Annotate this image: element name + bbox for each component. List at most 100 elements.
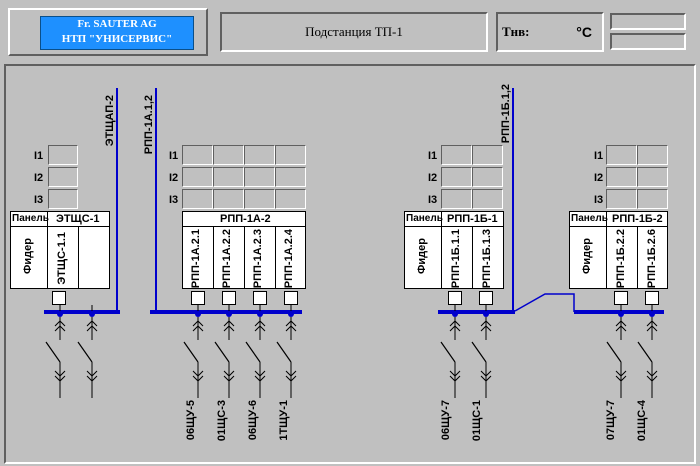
- station-title: Подстанция ТП-1: [305, 24, 403, 39]
- i2-label: I2: [169, 172, 179, 184]
- bus-name-1: ЭТЩАП-2: [104, 95, 116, 147]
- feeder-rpp-1b-2-2: РПП-1Б.2.2: [615, 229, 627, 289]
- breaker-icon[interactable]: [222, 291, 236, 305]
- divider: [244, 226, 245, 289]
- tie-line: [514, 293, 575, 312]
- output-label: 07ЩУ-7: [605, 400, 617, 441]
- breaker-icon[interactable]: [479, 291, 493, 305]
- divider: [10, 226, 110, 227]
- feeder-label: Фидер: [22, 238, 34, 274]
- divider: [213, 226, 214, 289]
- temperature-label: Tнв:: [502, 24, 530, 39]
- feeder-label: Фидер: [581, 238, 593, 274]
- breaker-icon[interactable]: [645, 291, 659, 305]
- feeder-rpp-1a-2-3: РПП-1А.2.3: [252, 229, 264, 289]
- current-cell: [606, 167, 637, 187]
- bus-name-3: РПП-1Б.1,2: [500, 84, 512, 144]
- output-label: 01ЩС-4: [636, 400, 648, 442]
- output-label: 06ЩУ-7: [440, 400, 452, 441]
- breaker-icon[interactable]: [614, 291, 628, 305]
- output-label: 01ЩС-3: [216, 400, 228, 442]
- current-cell: [637, 167, 668, 187]
- divider: [569, 226, 668, 227]
- current-cell: [213, 167, 244, 187]
- feeder-rpp-1a-2-2: РПП-1А.2.2: [221, 229, 233, 289]
- i3-label: I3: [594, 194, 604, 206]
- breaker-icon[interactable]: [284, 291, 298, 305]
- panel-name: РПП-1Б-1: [447, 213, 498, 225]
- output-label: 1ТЩУ-1: [278, 400, 290, 441]
- panel-etshs-1: [10, 211, 110, 289]
- current-cell: [472, 145, 503, 165]
- divider: [637, 226, 638, 289]
- feeder-rpp-1b-1-3: РПП-1Б.1.3: [481, 229, 493, 289]
- divider: [441, 211, 442, 289]
- output-label: 06ЩУ-5: [185, 400, 197, 441]
- panel-label: Панель: [406, 213, 443, 224]
- i1-label: I1: [594, 150, 604, 162]
- i2-label: I2: [428, 172, 438, 184]
- bus-name-2: РПП-1А.1,2: [143, 95, 155, 155]
- temperature-box: Tнв: °C: [496, 12, 604, 52]
- divider: [472, 226, 473, 289]
- feeder-label: Фидер: [416, 238, 428, 274]
- divider: [78, 226, 79, 289]
- current-cell: [606, 145, 637, 165]
- i3-label: I3: [169, 194, 179, 206]
- divider: [275, 226, 276, 289]
- i3-label: I3: [428, 194, 438, 206]
- feeder-rpp-1a-2-1: РПП-1А.2.1: [190, 229, 202, 289]
- divider: [47, 211, 48, 289]
- current-cell: [275, 189, 306, 209]
- feeder-rpp-1b-1-1: РПП-1Б.1.1: [450, 229, 462, 289]
- current-cell: [441, 189, 472, 209]
- current-cell: [244, 145, 275, 165]
- current-cell: [441, 167, 472, 187]
- current-cell: [275, 167, 306, 187]
- breaker-icon[interactable]: [52, 291, 66, 305]
- output-label: 01ЩС-1: [471, 400, 483, 442]
- current-cell: [472, 189, 503, 209]
- panel-name: РПП-1А-2: [220, 213, 271, 225]
- temperature-unit: °C: [576, 24, 592, 40]
- i2-label: I2: [594, 172, 604, 184]
- current-cell: [213, 189, 244, 209]
- panel-name: РПП-1Б-2: [612, 213, 663, 225]
- logo-line-2: НТП "УНИСЕРВИС": [61, 33, 173, 45]
- breaker-icon[interactable]: [191, 291, 205, 305]
- breaker-icon[interactable]: [448, 291, 462, 305]
- i1-label: I1: [34, 150, 44, 162]
- current-cell: [48, 167, 78, 187]
- logo-line-1: Fr. SAUTER AG: [77, 18, 157, 30]
- feeder-rpp-1a-2-4: РПП-1А.2.4: [283, 229, 295, 289]
- i1-label: I1: [169, 150, 179, 162]
- panel-label: Панель: [12, 213, 49, 224]
- current-cell: [48, 189, 78, 209]
- current-cell: [244, 167, 275, 187]
- panel-name: ЭТЩС-1: [56, 213, 100, 225]
- divider: [606, 211, 607, 289]
- current-cell: [275, 145, 306, 165]
- feeder-etshs-1-1: ЭТЩС-1.1: [56, 232, 68, 285]
- header-bar: Fr. SAUTER AG НТП "УНИСЕРВИС" Подстанция…: [0, 0, 700, 62]
- current-cell: [182, 145, 213, 165]
- current-cell: [213, 145, 244, 165]
- output-label: 06ЩУ-6: [247, 400, 259, 441]
- i1-label: I1: [428, 150, 438, 162]
- feeder-rpp-1b-2-6: РПП-1Б.2.6: [646, 229, 658, 289]
- current-cell: [48, 145, 78, 165]
- current-cell: [182, 189, 213, 209]
- current-cell: [182, 167, 213, 187]
- i2-label: I2: [34, 172, 44, 184]
- panel-label: Панель: [571, 213, 608, 224]
- station-title-box: Подстанция ТП-1: [220, 12, 488, 52]
- breaker-icon[interactable]: [253, 291, 267, 305]
- current-cell: [472, 167, 503, 187]
- current-cell: [244, 189, 275, 209]
- status-box-bottom: [610, 33, 686, 50]
- divider: [404, 226, 504, 227]
- status-box-top: [610, 13, 686, 30]
- panel-rpp-1b-1: [404, 211, 504, 289]
- current-cell: [637, 189, 668, 209]
